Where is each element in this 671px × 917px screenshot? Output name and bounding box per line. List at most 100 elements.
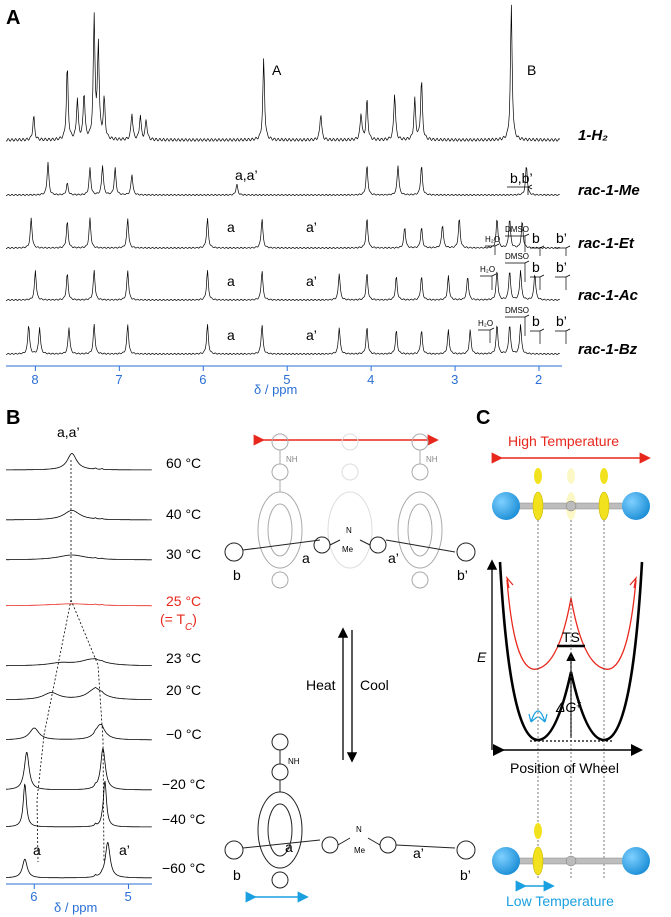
- peak-label-A: A: [272, 62, 282, 78]
- spectrum-1: [5, 161, 560, 197]
- svg-text:N: N: [356, 825, 362, 834]
- spectrum-label-rac-1-bz: rac-1-Bz: [578, 341, 638, 358]
- spectrum-2: [5, 217, 560, 250]
- annot-aprime-ac: a’: [306, 273, 317, 289]
- panel-b-spectra: [5, 453, 152, 879]
- vt-spectrum-7: [5, 748, 152, 791]
- svg-text:b’: b’: [556, 230, 567, 246]
- position-axis-label: Position of Wheel: [510, 760, 619, 776]
- svg-text:b’: b’: [457, 567, 468, 583]
- vt-spectrum-1: [6, 510, 152, 521]
- svg-text:a: a: [285, 839, 293, 855]
- svg-text:30 °C: 30 °C: [166, 546, 201, 562]
- panel-a-x-axis: 8 7 6 5 4 3 2: [6, 365, 562, 387]
- svg-text:b’: b’: [556, 259, 567, 275]
- panel-c-label: C: [476, 407, 490, 429]
- spectrum-label-rac-1-et: rac-1-Et: [578, 235, 635, 252]
- svg-text:23 °C: 23 °C: [166, 650, 201, 666]
- svg-text:−60 °C: −60 °C: [162, 860, 205, 876]
- svg-text:b: b: [233, 567, 241, 583]
- blue-oscillation: [530, 710, 546, 723]
- svg-text:NH: NH: [288, 757, 300, 766]
- panel-a-tick: 8: [31, 372, 38, 387]
- peak-label-B: B: [527, 62, 536, 78]
- svg-text:−20 °C: −20 °C: [162, 776, 205, 792]
- svg-text:H₂O: H₂O: [480, 265, 495, 274]
- panel-a-label: A: [6, 7, 20, 29]
- spectrum-label-rac-1-me: rac-1-Me: [578, 182, 640, 199]
- b-low-a-label: a: [33, 842, 41, 858]
- tc-temp: 25 °C: [166, 593, 201, 609]
- panel-b-label: B: [6, 407, 20, 429]
- molecule-low-temp: NH b a N Me a’ b’: [224, 733, 476, 889]
- svg-text:NH: NH: [286, 455, 298, 464]
- svg-text:60 °C: 60 °C: [166, 455, 201, 471]
- annot-a-et: a: [227, 219, 235, 235]
- svg-text:−0 °C: −0 °C: [166, 726, 202, 742]
- svg-text:b: b: [532, 230, 540, 246]
- annot-aa-me: a,a’: [235, 167, 258, 183]
- panel-a-tick: 4: [367, 372, 374, 387]
- spectrum-0: [5, 4, 560, 142]
- svg-text:N: N: [346, 526, 352, 535]
- svg-text:20 °C: 20 °C: [166, 682, 201, 698]
- svg-text:DMSO: DMSO: [505, 306, 529, 315]
- spectrum-4: [5, 323, 560, 355]
- panel-a-x-label: δ / ppm: [254, 382, 297, 397]
- panel-a-tick: 3: [451, 372, 458, 387]
- b-top-aa-label: a,a’: [57, 424, 80, 440]
- rotaxane-high-temp: [492, 468, 650, 521]
- heat-label: Heat: [306, 677, 336, 693]
- spectrum-label-1-h2: 1-H₂: [578, 127, 608, 144]
- molecule-high-temp: NH NH b a N Me a’ b’: [224, 433, 476, 589]
- annot-a-ac: a: [227, 273, 235, 289]
- svg-text:b: b: [532, 259, 540, 275]
- annot-ac-solvent: DMSO H₂O b b’: [480, 252, 571, 290]
- dg-label: ΔG‡: [555, 699, 581, 715]
- spectrum-label-rac-1-ac: rac-1-Ac: [578, 287, 639, 304]
- annot-bz-solvent: DMSO H₂O b b’: [478, 306, 571, 344]
- annot-a-bz: a: [227, 327, 235, 343]
- vt-spectrum-0: [6, 453, 152, 471]
- svg-text:H₂O: H₂O: [485, 235, 500, 244]
- svg-text:a’: a’: [388, 550, 399, 566]
- energy-axis-label: E: [477, 649, 487, 665]
- vt-spectrum-3: [6, 603, 152, 607]
- vt-spectrum-4: [6, 657, 152, 667]
- svg-text:a’: a’: [413, 845, 424, 861]
- panel-b-temperatures: 60 °C 40 °C 30 °C 25 °C (= TC) 23 °C 20 …: [160, 455, 205, 876]
- svg-text:b’: b’: [556, 313, 567, 329]
- svg-text:b: b: [532, 313, 540, 329]
- annot-bb-me: b,b’: [510, 170, 533, 186]
- panel-b-guide-lines: [36, 460, 105, 863]
- annot-et-solvent: DMSO H₂O b b’: [485, 225, 571, 256]
- svg-text:40 °C: 40 °C: [166, 506, 201, 522]
- panel-b-tick: 5: [124, 889, 131, 904]
- panel-a-tick: 6: [199, 372, 206, 387]
- panel-a-tick: 7: [115, 372, 122, 387]
- svg-text:H₂O: H₂O: [478, 319, 493, 328]
- svg-text:DMSO: DMSO: [505, 225, 529, 234]
- svg-text:NH: NH: [426, 455, 438, 464]
- low-temp-label: Low Temperature: [506, 893, 614, 909]
- vt-spectrum-6: [6, 724, 152, 741]
- panel-a-spectra: [5, 4, 560, 355]
- svg-text:b: b: [233, 867, 241, 883]
- vt-spectrum-9: [5, 842, 152, 879]
- svg-text:a: a: [302, 550, 310, 566]
- svg-text:Me: Me: [342, 545, 354, 554]
- panel-a-tick: 2: [535, 372, 542, 387]
- spectrum-3: [5, 269, 560, 301]
- svg-text:−40 °C: −40 °C: [162, 811, 205, 827]
- svg-text:b’: b’: [460, 867, 471, 883]
- b-low-aprime-label: a’: [119, 842, 130, 858]
- panel-a-tick: 5: [283, 372, 290, 387]
- svg-text:DMSO: DMSO: [505, 252, 529, 261]
- vt-spectrum-2: [6, 554, 152, 561]
- panel-b-x-label: δ / ppm: [54, 900, 97, 915]
- rotaxane-low-temp: [492, 823, 650, 876]
- panel-b-tick: 6: [30, 889, 37, 904]
- panel-c-guides: [537, 520, 605, 880]
